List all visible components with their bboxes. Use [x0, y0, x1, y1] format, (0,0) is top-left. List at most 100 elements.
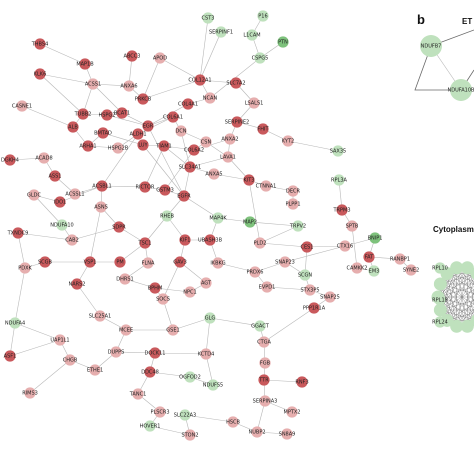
gene-label: FAT [365, 255, 374, 261]
gene-label: ALB [68, 125, 78, 131]
gene-node-circle [67, 121, 79, 133]
gene-label: BPHM [148, 286, 163, 292]
gene-node-circle [202, 12, 214, 24]
gene-node-dhrs1: DHRS1 [116, 273, 134, 285]
gene-node-kyt2: KYT2 [282, 135, 294, 147]
gene-node-ptn: PTN [277, 36, 289, 48]
gene-node-circle [157, 293, 169, 305]
gene-node-circle [178, 190, 190, 202]
gene-label: CAB2 [65, 238, 79, 244]
gene-label: CSPG5 [252, 56, 269, 62]
gene-label: GAV3 [173, 260, 187, 266]
gene-node-trpm3: TRPM3 [332, 204, 351, 216]
gene-label: FLNA [142, 261, 155, 267]
gene-node-circle [279, 256, 291, 268]
gene-node-circle [208, 168, 220, 180]
gene-node-circle [324, 291, 336, 303]
gene-node-circle [292, 220, 304, 232]
gene-label: RPL24 [432, 320, 448, 326]
cluster-edge [440, 283, 468, 327]
cluster-edge [446, 304, 474, 321]
gene-node-circle [49, 170, 61, 182]
gene-label: ABCC3 [124, 54, 141, 60]
gene-label: PPP1R1A [303, 306, 326, 312]
gene-node-hspg2: HSPG2 [98, 109, 116, 121]
gene-label: SNAP23 [275, 260, 295, 266]
gene-label: RIMS3 [22, 391, 38, 397]
gene-node-ndufb7: NDUFB7 [420, 35, 442, 57]
gene-node-snap25: SNAP25 [320, 291, 340, 303]
gene-label: EVPD1 [259, 285, 276, 291]
cluster-edge [437, 286, 474, 298]
gene-label: MPTX2 [284, 410, 301, 416]
edge-ces1-ctx16 [306, 245, 346, 248]
gene-label: CASNE1 [12, 104, 32, 110]
gene-node-circle [179, 409, 191, 421]
gene-node-plpp1: PLPP1 [285, 198, 301, 210]
gene-node-egr: EGR [142, 120, 154, 132]
gene-label: PRKCB [135, 97, 152, 103]
gene-node-anxa6: ANXA6 [120, 80, 138, 92]
gene-label: GLG [205, 316, 216, 322]
gene-label: GSE1 [166, 328, 179, 334]
gene-label: LAVA1 [220, 155, 236, 161]
gene-node-ndufs5: NDUFS5 [203, 379, 223, 391]
gene-label: NDUFA10 [50, 223, 73, 229]
edge-trpv2-pld2 [259, 225, 299, 244]
gene-label: SAX35 [330, 149, 346, 155]
gene-node-syne2: SYNE2 [403, 264, 419, 276]
gene-label: TSC1 [138, 241, 152, 247]
gene-node-circle [38, 152, 50, 164]
gene-node-fat: FAT [363, 251, 375, 263]
edge-txndc9-pdxk [17, 232, 26, 269]
gene-node-circle [254, 52, 266, 64]
gene-label: LUY [138, 143, 148, 149]
gene-node-circle [116, 107, 128, 119]
gene-label: SLC22A3 [174, 413, 196, 419]
gene-node-bphm: BPHM [148, 282, 163, 294]
gene-label: COL6A2 [184, 148, 204, 154]
gene-label: ANXA5 [205, 172, 222, 178]
gene-node-circle [296, 376, 308, 388]
gene-node-circle [369, 232, 381, 244]
gene-node-alb: ALB [67, 121, 79, 133]
gene-node-circle [113, 221, 125, 233]
gene-node-circle [248, 97, 260, 109]
gene-node-circle [34, 38, 46, 50]
gene-node-egfr: EGFR [177, 190, 191, 202]
gene-label: HSCB [226, 420, 240, 426]
gene-node-acss1: ACSS1 [85, 78, 101, 90]
gene-label: FGB [260, 361, 271, 367]
cytoplasm-cluster [414, 29, 474, 333]
gene-label: DDC48 [141, 370, 159, 376]
edge-egr-hspg2 [106, 114, 149, 127]
gene-node-circle [82, 140, 94, 152]
gene-node-circle [69, 188, 81, 200]
gene-label: SDPR [112, 225, 126, 231]
gene-label: SLC25A1 [89, 314, 111, 320]
gene-label: EGFR [177, 194, 191, 200]
gene-label: RPL18 [432, 298, 448, 304]
gene-node-circle [77, 108, 89, 120]
gene-node-agt: AGT [200, 277, 212, 289]
gene-node-ndufa10b: NDUFA10B [448, 79, 474, 101]
edge-npc1-bphm [154, 287, 191, 293]
gene-node-kif1: KIF1 [179, 234, 191, 246]
gene-label: TTR [258, 378, 269, 384]
gene-node-glg: GLG [204, 312, 216, 324]
gene-node-tubb2: TUBB2 [74, 108, 91, 120]
cluster-edge [446, 267, 468, 321]
gene-node-cab2: CAB2 [65, 234, 79, 246]
gene-node-ttr: TTR [258, 374, 270, 386]
gene-node-circle [120, 324, 132, 336]
gene-node-abcc3: ABCC3 [124, 50, 141, 62]
gene-node-txndc9: TXNDC9 [7, 227, 28, 239]
gene-node-circle [84, 256, 96, 268]
edge-evpd1-stx3p5 [266, 286, 311, 291]
edge-thbs4-map1b [39, 43, 86, 65]
gene-label: SERPINF1 [209, 30, 233, 36]
gene-label: COL12A1 [188, 78, 211, 84]
gene-node-camkk2: CAMKK2 [347, 262, 367, 274]
gene-node-serpinf1: SERPINF1 [209, 26, 233, 38]
